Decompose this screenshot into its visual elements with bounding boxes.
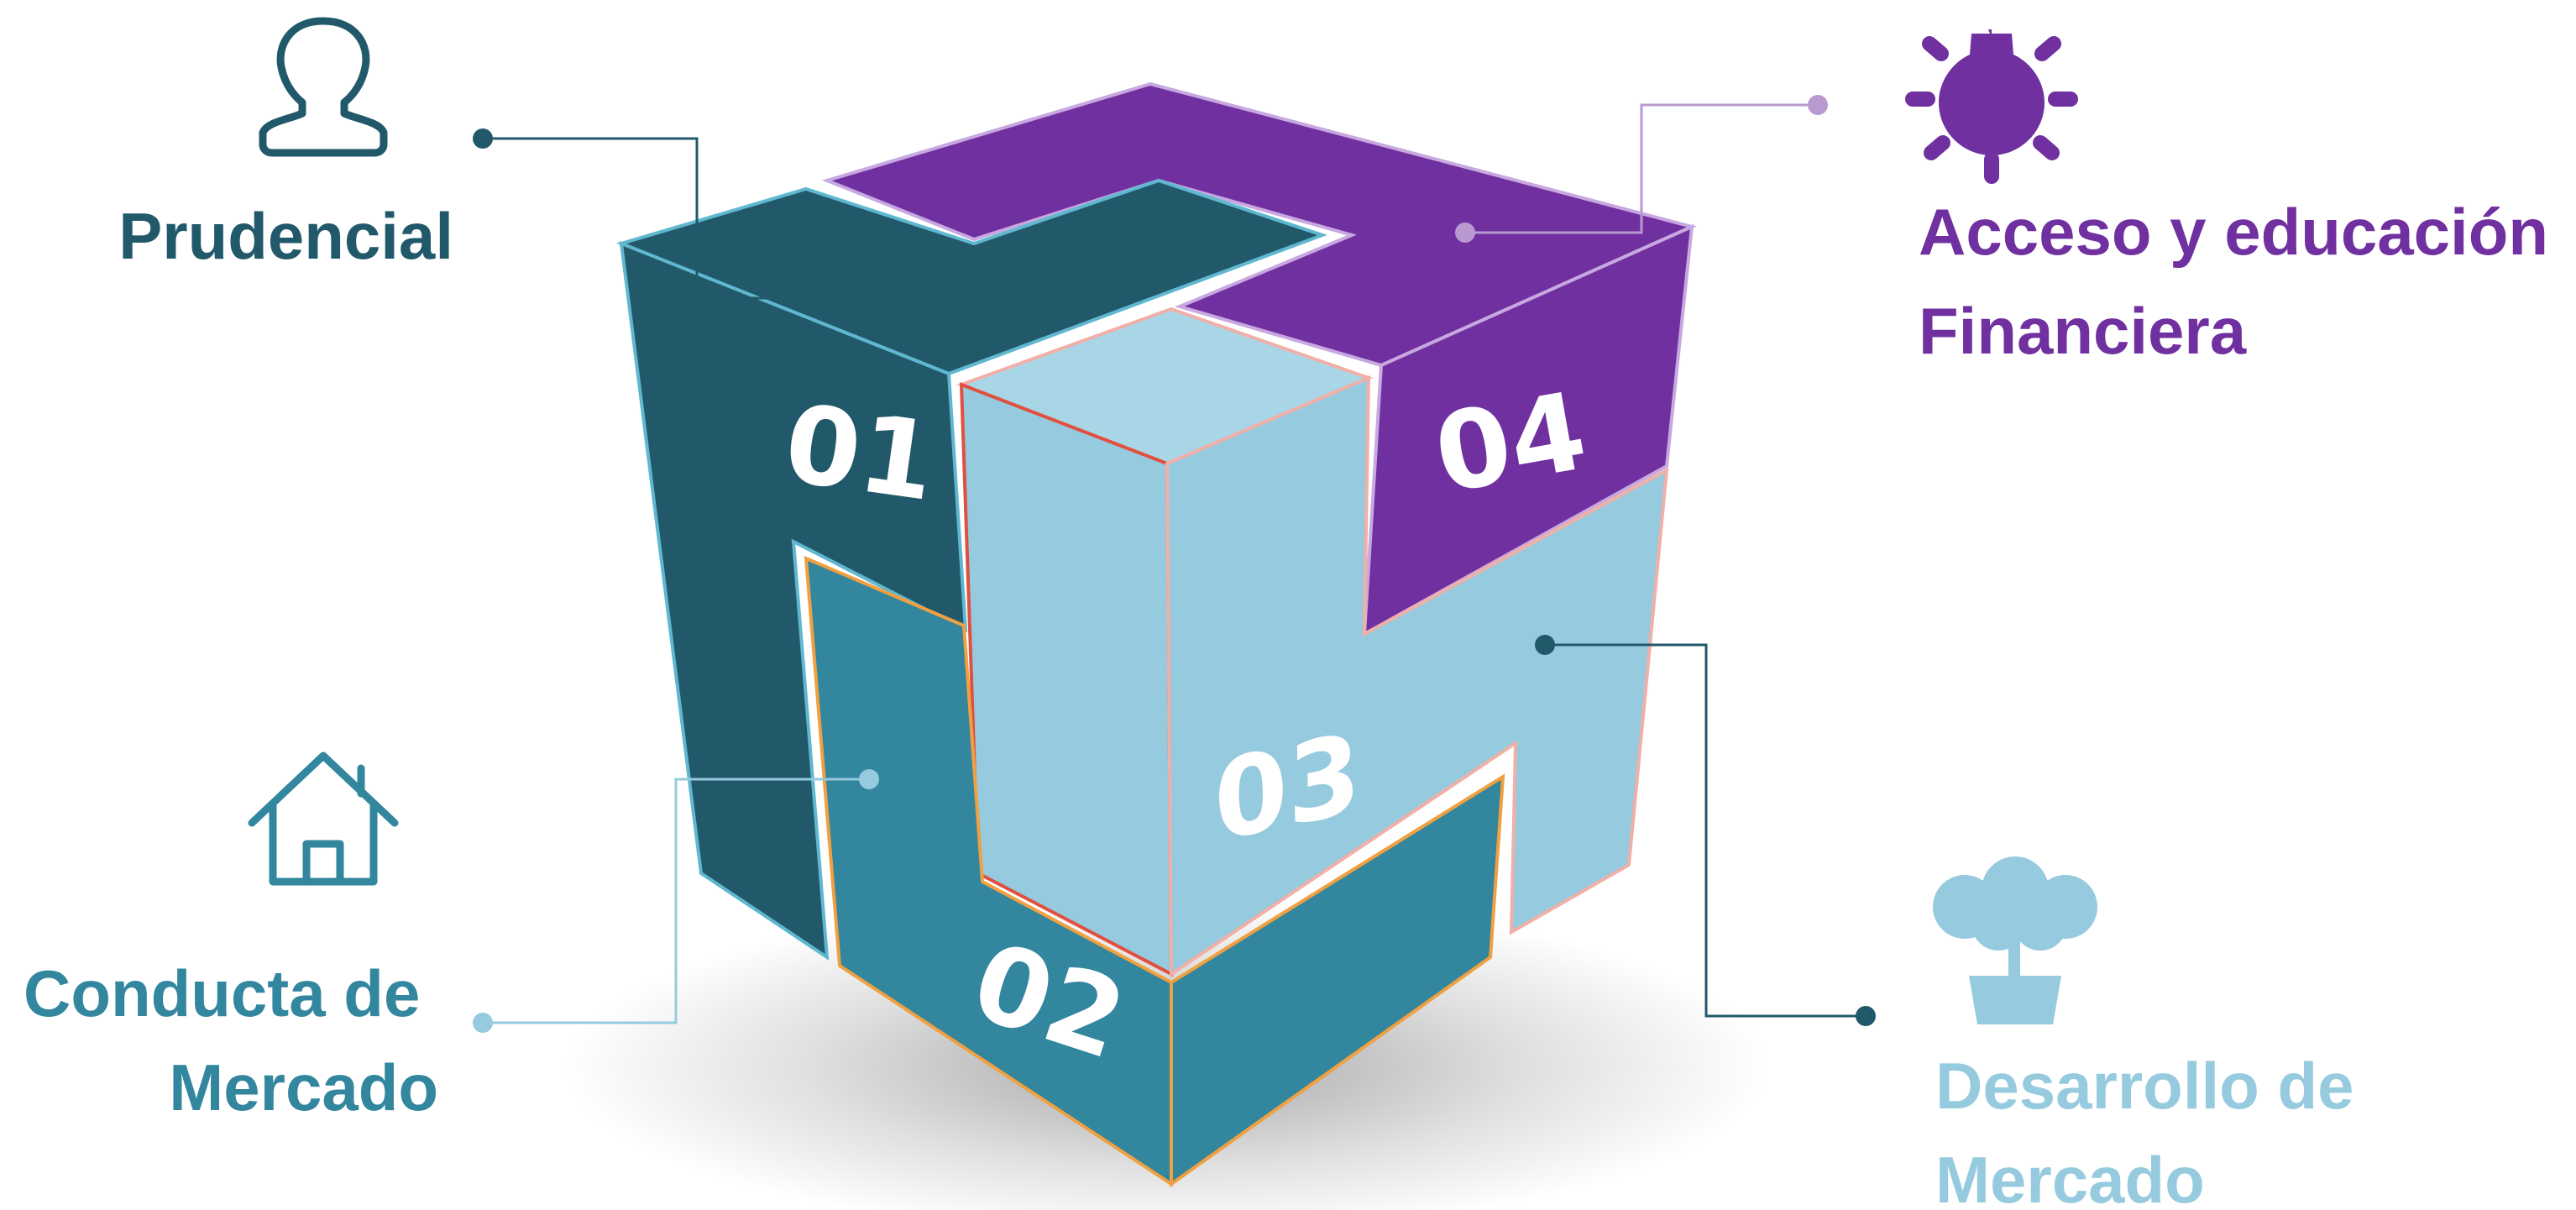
connector-conducta: [473, 769, 879, 1033]
piece-03-number: 03: [1202, 711, 1374, 865]
piece-02: [804, 555, 1505, 1187]
label-prudencial: Prudencial: [118, 199, 453, 273]
connector-acceso: [1455, 95, 1828, 243]
piece-02-right: [1170, 773, 1505, 1187]
label-conducta-line-2: Mercado: [169, 1050, 438, 1124]
piece-04-number: 04: [1426, 369, 1594, 518]
house-icon: [248, 752, 399, 886]
lightbulb-icon: [1905, 29, 2078, 184]
connector-prudencial: [473, 128, 917, 308]
label-desarrollo-line-2: Mercado: [1935, 1143, 2205, 1210]
piece-03-right: [1165, 375, 1669, 977]
person-icon: [259, 17, 388, 157]
piece-03: [956, 306, 1669, 977]
tree-icon: [1933, 856, 2097, 1024]
label-desarrollo: Desarrollo de Mercado: [1935, 1049, 2372, 1210]
piece-01-number: 01: [778, 381, 943, 526]
label-conducta: Conducta de Mercado: [24, 956, 438, 1124]
label-acceso-line-2: Financiera: [1919, 294, 2247, 368]
label-conducta-line-1: Conducta de: [24, 956, 420, 1030]
piece-04: [821, 81, 1698, 637]
connector-desarrollo: [1535, 635, 1876, 1026]
label-acceso-line-1: Acceso y educación: [1919, 195, 2548, 269]
piece-04-top: [821, 81, 1698, 368]
piece-04-front: [1362, 223, 1694, 637]
label-desarrollo-line-1: Desarrollo de: [1935, 1049, 2354, 1123]
label-acceso: Acceso y educación Financiera: [1919, 195, 2567, 368]
